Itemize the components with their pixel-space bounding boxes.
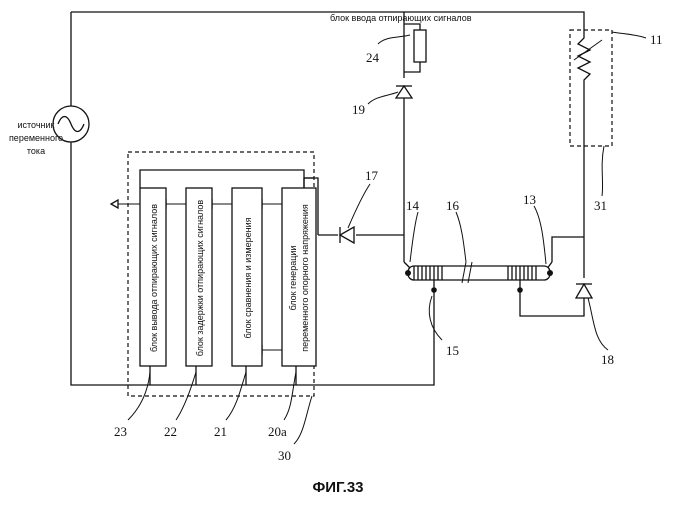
sensor-cable-body xyxy=(408,266,550,280)
ref-19: 19 xyxy=(352,102,365,117)
diode-17 xyxy=(340,227,354,243)
terminal-13 xyxy=(547,270,553,276)
leader-30 xyxy=(294,396,312,444)
leader-14 xyxy=(410,212,418,262)
sine-wave-icon xyxy=(58,117,84,132)
block-21-label: блок сравнения и измерения xyxy=(243,217,253,338)
ref-18: 18 xyxy=(601,352,614,367)
ac-source-label-3: тока xyxy=(27,146,45,156)
leader-18 xyxy=(588,298,608,350)
trigger-input-block-label: блок ввода отпирающих сигналов xyxy=(330,13,472,23)
resistor-zigzag-icon xyxy=(578,30,590,138)
block-23-label: блок вывода отпирающих сигналов xyxy=(149,204,159,352)
ref-16: 16 xyxy=(446,198,460,213)
ref-22: 22 xyxy=(164,424,177,439)
leader-22 xyxy=(176,372,196,420)
ac-source-label-2: переменного xyxy=(9,133,63,143)
leader-11 xyxy=(612,32,646,38)
terminal-14 xyxy=(405,270,411,276)
block-22-label: блок задержки отпирающих сигналов xyxy=(195,200,205,357)
ac-source-label-1: источник xyxy=(18,120,55,130)
leader-15 xyxy=(429,296,442,340)
ref-30: 30 xyxy=(278,448,291,463)
diode-18 xyxy=(576,284,592,298)
trigger-input-block-24 xyxy=(414,30,426,62)
diode-17-triangle xyxy=(340,227,354,243)
diode-19-triangle xyxy=(396,86,412,98)
ref-14: 14 xyxy=(406,198,420,213)
leader-17 xyxy=(348,184,370,228)
block-20a-label-1: блок генерации xyxy=(288,246,298,311)
ref-11: 11 xyxy=(650,32,663,47)
diode-19 xyxy=(396,86,412,98)
leader-24 xyxy=(378,35,410,44)
leader-31 xyxy=(602,146,604,196)
leader-19 xyxy=(368,92,398,104)
ref-20a: 20a xyxy=(268,424,287,439)
sensor-cable xyxy=(404,262,553,293)
ref-23: 23 xyxy=(114,424,127,439)
leader-13 xyxy=(534,206,546,264)
ref-13: 13 xyxy=(523,192,536,207)
ref-15: 15 xyxy=(446,343,459,358)
figure-caption: ФИГ.33 xyxy=(312,479,363,496)
ref-24: 24 xyxy=(366,50,380,65)
block-20a-label-2: переменного опорного напряжения xyxy=(300,204,310,352)
ref-17: 17 xyxy=(365,168,379,183)
ref-21: 21 xyxy=(214,424,227,439)
resistor-11 xyxy=(570,30,612,146)
diode-18-triangle xyxy=(576,284,592,298)
leader-16 xyxy=(456,212,466,262)
ref-31: 31 xyxy=(594,198,607,213)
